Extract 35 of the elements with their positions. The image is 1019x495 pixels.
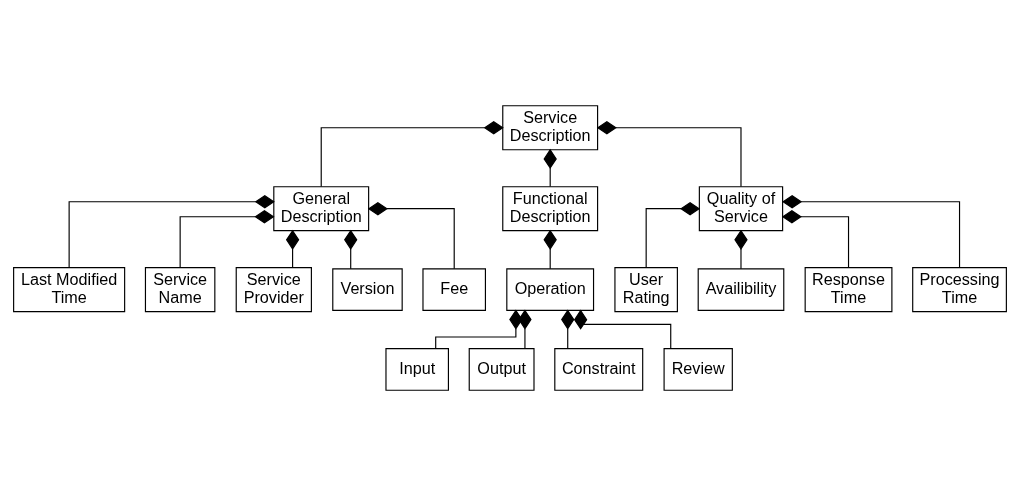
connector bbox=[343, 229, 357, 269]
connector bbox=[560, 309, 574, 349]
node-box: Quality of Service bbox=[698, 185, 783, 231]
connector bbox=[733, 229, 748, 269]
node-box: General Description bbox=[272, 185, 369, 231]
node-box: Service Description bbox=[501, 104, 598, 150]
node-box: Availibility bbox=[697, 267, 784, 311]
connector bbox=[781, 209, 849, 268]
connector bbox=[320, 120, 504, 187]
node-box: Output bbox=[468, 347, 535, 391]
node-box: Service Name bbox=[144, 266, 215, 312]
connector bbox=[573, 309, 671, 349]
connector bbox=[517, 309, 532, 349]
node-box: Input bbox=[384, 347, 449, 391]
node-box: User Rating bbox=[613, 266, 678, 312]
connector bbox=[542, 229, 557, 269]
node-box: Version bbox=[331, 267, 403, 311]
connector bbox=[645, 201, 700, 268]
connector bbox=[596, 120, 742, 187]
connector bbox=[179, 209, 274, 268]
connector bbox=[434, 309, 523, 349]
connector bbox=[542, 148, 557, 187]
connector bbox=[367, 201, 455, 269]
node-box: Review bbox=[663, 347, 733, 391]
node-box: Processing Time bbox=[911, 266, 1007, 312]
node-box: Last Modified Time bbox=[12, 266, 125, 312]
node-box: Operation bbox=[505, 267, 594, 311]
node-box: Response Time bbox=[804, 266, 892, 312]
connector bbox=[285, 229, 299, 268]
connector bbox=[781, 194, 960, 268]
node-box: Constraint bbox=[553, 347, 643, 391]
node-box: Functional Description bbox=[501, 185, 598, 231]
node-box: Fee bbox=[421, 267, 486, 311]
node-box: Service Provider bbox=[235, 266, 312, 312]
connector bbox=[68, 194, 275, 268]
